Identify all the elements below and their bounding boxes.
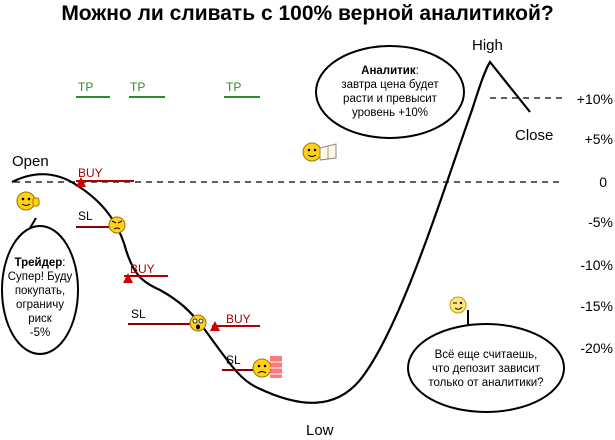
trader-bubble-pointer xyxy=(29,217,37,229)
question-line-1: Всё еще считаешь, xyxy=(434,349,538,361)
tp-label-3: TP xyxy=(226,80,242,94)
page-title: Можно ли сливать с 100% верной аналитико… xyxy=(61,2,554,25)
trader-name: Трейдер xyxy=(14,257,63,269)
level-label-minus5: -5% xyxy=(588,214,613,230)
trader-bubble xyxy=(1,225,79,355)
trader-line-3: ограничу риск xyxy=(16,299,64,325)
level-label-zero: 0 xyxy=(599,174,607,190)
close-label: Close xyxy=(515,127,554,144)
price-curve xyxy=(11,60,531,404)
tp-label-2: TP xyxy=(130,80,146,94)
trader-line-4: -5% xyxy=(29,327,51,339)
tp-label-1: TP xyxy=(78,80,94,94)
sl-label-1: SL xyxy=(78,209,93,223)
analyst-line-1: завтра цена будет xyxy=(341,79,439,91)
low-label: Low xyxy=(306,422,334,439)
buy-marker-1 xyxy=(76,177,86,187)
level-label-plus5: +5% xyxy=(584,131,613,147)
analyst-name: Аналитик xyxy=(361,65,416,77)
reading-smiley-icon xyxy=(302,142,337,162)
sl-label-2: SL xyxy=(131,307,146,321)
buy-marker-3 xyxy=(210,321,220,331)
analyst-bubble xyxy=(315,45,465,139)
winking-smiley-icon xyxy=(449,296,467,314)
question-line-2: что депозит зависит xyxy=(431,363,541,375)
question-line-3: только от аналитики? xyxy=(428,377,544,389)
buy-label-1: BUY xyxy=(78,166,103,180)
level-label-minus10: -10% xyxy=(580,257,613,273)
buy-marker-2 xyxy=(123,273,133,283)
sl-label-3: SL xyxy=(226,353,241,367)
buy-label-2: BUY xyxy=(130,262,155,276)
question-speech: Всё еще считаешь, что депозит зависит то… xyxy=(414,348,558,390)
trader-line-1: Супер! Буду xyxy=(7,271,73,283)
trader-speech: Трейдер: Супер! Буду покупать, ограничу … xyxy=(3,256,77,340)
high-label: High xyxy=(472,37,503,54)
open-label: Open xyxy=(12,153,49,170)
thumbs-up-smiley-icon xyxy=(16,191,40,211)
crying-smiley-icon xyxy=(252,356,282,378)
trader-line-2: покупать, xyxy=(14,285,66,297)
buy-label-3: BUY xyxy=(226,312,251,326)
level-label-minus15: -15% xyxy=(580,298,613,314)
analyst-speech: Аналитик: завтра цена будет расти и прев… xyxy=(320,64,460,120)
level-label-plus10: +10% xyxy=(576,91,613,107)
level-label-minus20: -20% xyxy=(580,340,613,356)
analyst-line-3: уровень +10% xyxy=(351,107,429,119)
question-bubble xyxy=(407,323,565,413)
analyst-line-2: расти и превысит xyxy=(343,93,437,105)
angry-smiley-icon xyxy=(108,216,126,234)
shocked-smiley-icon xyxy=(189,314,207,332)
